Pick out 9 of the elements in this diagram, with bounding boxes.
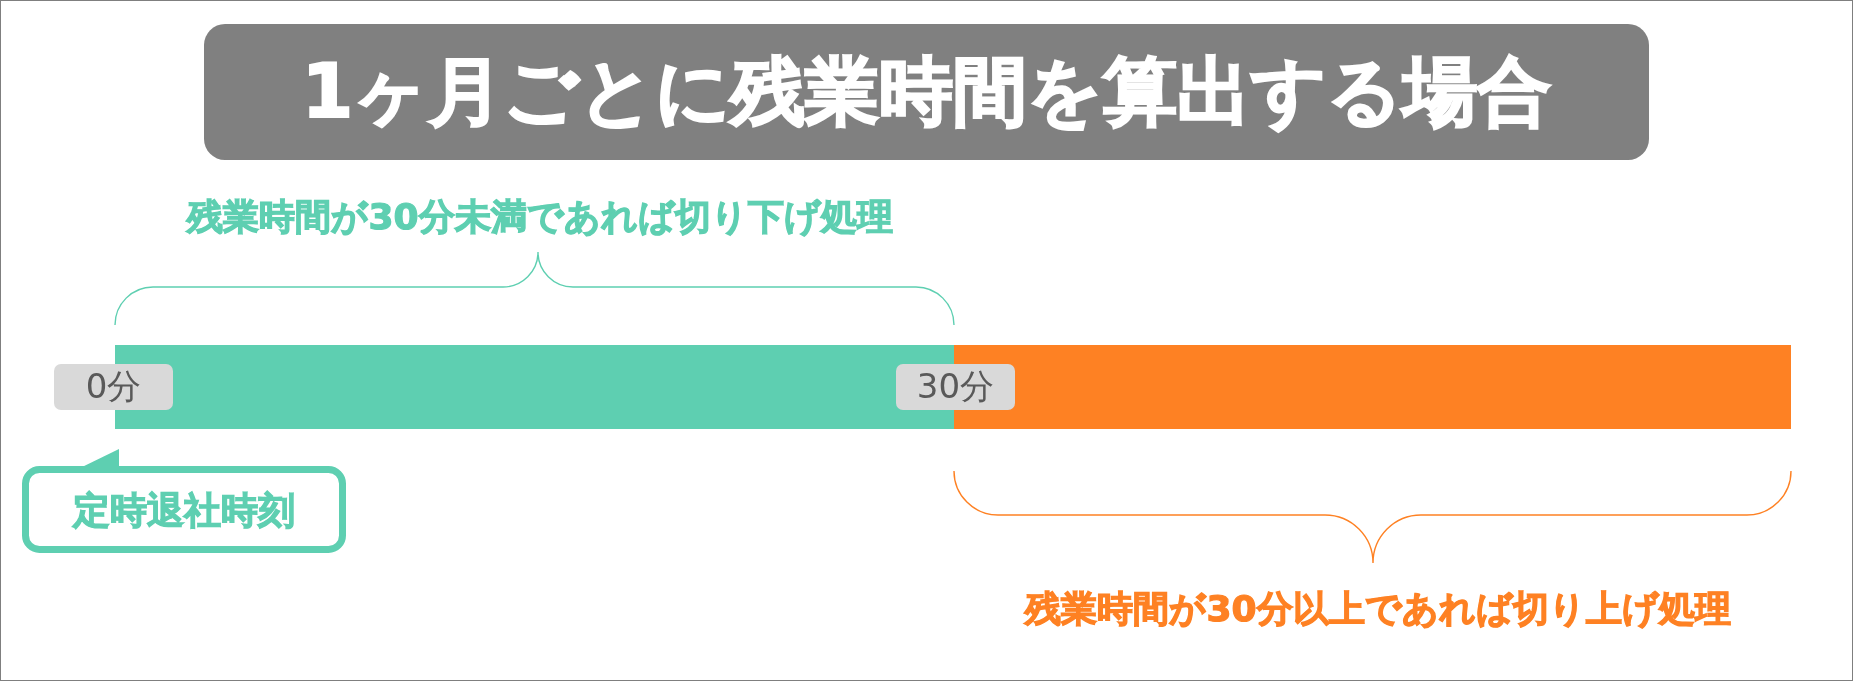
bracket-label: 残業時間が30分以上であれば切り上げ処理 [1025, 588, 1731, 630]
title: 1ヶ月ごとに残業時間を算出する場合 [301, 53, 1552, 131]
time-tag [54, 364, 173, 410]
callout-text: 定時退社時刻 [73, 490, 295, 532]
time-label: 0分 [85, 368, 142, 406]
time-tag [896, 364, 1015, 410]
bracket-label: 残業時間が30分未満であれば切り下げ処理 [187, 196, 893, 238]
time-label: 30分 [916, 368, 995, 406]
callout-bubble [22, 449, 346, 553]
